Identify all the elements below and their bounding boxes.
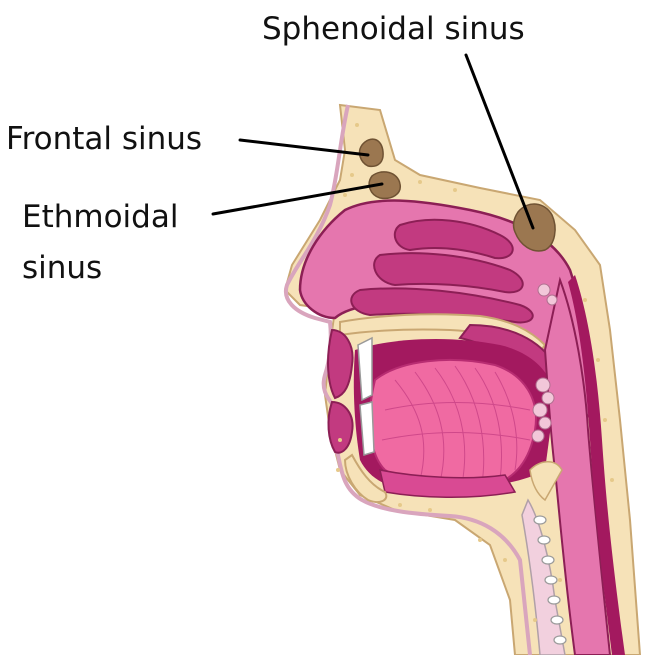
- sphenoidal-sinus-label: Sphenoidal sinus: [262, 11, 525, 47]
- ethmoidal-sinus-label-line1: Ethmoidal: [22, 199, 178, 235]
- frontal-sinus-label: Frontal sinus: [6, 121, 202, 157]
- tongue: [370, 360, 536, 487]
- ethmoidal-sinus-label-line2: sinus: [22, 250, 102, 286]
- frontal-sinus: [360, 139, 384, 166]
